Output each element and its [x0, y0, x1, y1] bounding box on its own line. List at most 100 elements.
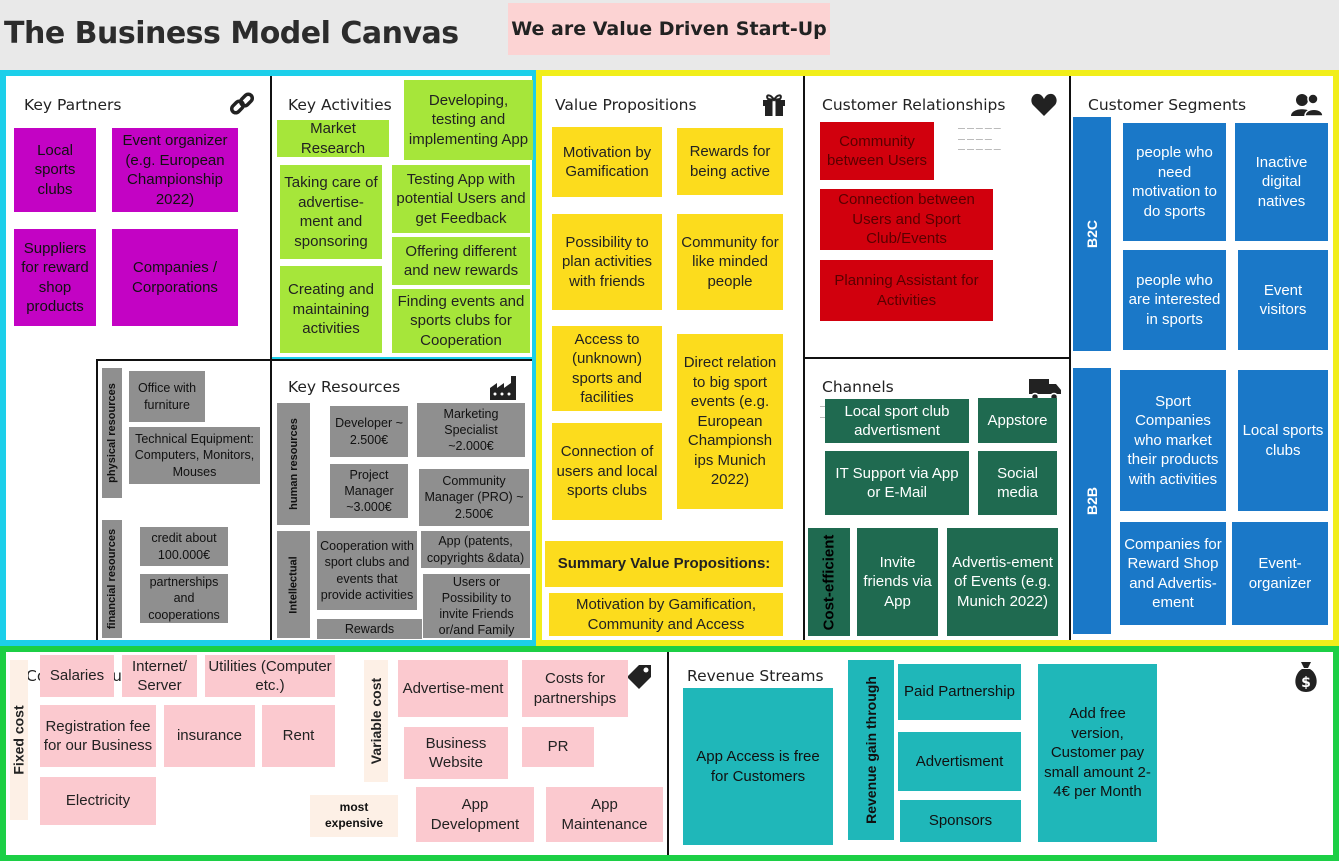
sticky-note-planning-assistant[interactable]: Planning Assistant for Activities — [820, 260, 993, 321]
sticky-note-developer[interactable]: Developer ~ 2.500€ — [330, 406, 408, 457]
sticky-note-credit[interactable]: credit about 100.000€ — [140, 527, 228, 566]
sticky-note-sponsors[interactable]: Sponsors — [900, 800, 1021, 842]
heart-icon — [1031, 93, 1057, 116]
sticky-note-most-expensive[interactable]: most expensive — [310, 795, 398, 837]
page-subtitle-note[interactable]: We are Value Driven Start-Up — [508, 3, 830, 55]
sticky-note-community[interactable]: Community for like minded people — [677, 214, 783, 310]
sticky-note-event-organizer-segment[interactable]: Event-organizer — [1232, 522, 1328, 625]
sticky-note-community-manager[interactable]: Community Manager (PRO) ~ 2.500€ — [419, 469, 529, 526]
customer-segments-title: Customer Segments — [1088, 96, 1247, 114]
sticky-note-app-maintenance[interactable]: App Maintenance — [546, 787, 663, 842]
svg-text:$: $ — [1301, 675, 1311, 691]
sticky-note-add-free-version[interactable]: Add free version, Customer pay small amo… — [1038, 664, 1157, 842]
sticky-note-suppliers[interactable]: Suppliers for reward shop products — [14, 229, 96, 326]
value-propositions-title: Value Propositions — [555, 96, 697, 114]
sticky-note-community-users[interactable]: Community between Users — [820, 122, 934, 180]
sticky-note-creating-activities[interactable]: Creating and maintaining activities — [280, 266, 382, 353]
sticky-note-advertisment-revenue[interactable]: Advertisment — [898, 732, 1021, 791]
sticky-note-advertisement-events[interactable]: Advertis-ement of Events (e.g. Munich 20… — [947, 528, 1058, 636]
sticky-note-marketing-specialist[interactable]: Marketing Specialist ~2.000€ — [417, 403, 525, 457]
sticky-note-companies-reward[interactable]: Companies for Reward Shop and Advertis-e… — [1120, 522, 1226, 625]
sticky-note-local-sport-club-ad[interactable]: Local sport club advertisment — [825, 399, 969, 443]
gift-icon — [763, 94, 785, 116]
sticky-note-rewards-resource[interactable]: Rewards — [317, 619, 422, 639]
sticky-note-connection-users[interactable]: Connection of users and local sports clu… — [552, 423, 662, 520]
tag-icon — [627, 665, 651, 689]
factory-icon — [490, 376, 516, 400]
divider — [1069, 76, 1071, 640]
revenue-streams-title: Revenue Streams — [687, 667, 824, 685]
sticky-note-costs-partnerships[interactable]: Costs for partnerships — [522, 660, 628, 717]
divider — [805, 357, 1069, 359]
key-resources-title: Key Resources — [288, 378, 401, 396]
sticky-note-invite-friends[interactable]: Invite friends via App — [857, 528, 938, 636]
sticky-note-advertisement-cost[interactable]: Advertise-ment — [398, 660, 508, 717]
sticky-note-registration[interactable]: Registration fee for our Business — [40, 705, 156, 767]
sticky-note-summary-text[interactable]: Motivation by Gamification, Community an… — [549, 593, 783, 636]
label-variable-cost: Variable cost — [364, 660, 388, 782]
sticky-note-technical-equipment[interactable]: Technical Equipment: Computers, Monitors… — [129, 427, 260, 484]
label-cost-efficient: Cost-efficient — [808, 528, 850, 636]
sticky-note-connection-users-clubs[interactable]: Connection between Users and Sport Club/… — [820, 189, 993, 250]
sticky-note-motivation[interactable]: Motivation by Gamification — [552, 127, 662, 197]
sticky-note-testing-app[interactable]: Testing App with potential Users and get… — [392, 165, 530, 233]
sticky-note-insurance[interactable]: insurance — [164, 705, 255, 767]
divider — [270, 76, 272, 640]
label-fixed-cost: Fixed cost — [10, 660, 28, 820]
label-human-resources: human resources — [277, 403, 310, 525]
sticky-note-summary-title[interactable]: Summary Value Propositions: — [545, 541, 783, 587]
sticky-note-paid-partnership[interactable]: Paid Partnership — [898, 664, 1021, 720]
sticky-note-app-access-free[interactable]: App Access is free for Customers — [683, 688, 833, 845]
sticky-note-app-development[interactable]: App Development — [416, 787, 534, 842]
money-bag-icon: $ — [1295, 662, 1317, 692]
sticky-note-access-sports[interactable]: Access to (unknown) sports and facilitie… — [552, 326, 662, 411]
sticky-note-salaries[interactable]: Salaries — [40, 655, 114, 697]
label-physical-resources: physical resources — [102, 368, 122, 498]
sticky-note-event-visitors[interactable]: Event visitors — [1238, 250, 1328, 350]
sticky-note-companies[interactable]: Companies / Corporations — [112, 229, 238, 326]
sticky-note-sport-companies[interactable]: Sport Companies who market their product… — [1120, 370, 1226, 511]
sticky-note-partnerships[interactable]: partnerships and cooperations — [140, 574, 228, 623]
sticky-note-rewards[interactable]: Offering different and new rewards — [392, 237, 530, 285]
key-partners-title: Key Partners — [24, 96, 122, 114]
sticky-note-finding-events[interactable]: Finding events and sports clubs for Coop… — [392, 289, 530, 353]
sticky-note-social-media[interactable]: Social media — [978, 451, 1057, 515]
sticky-note-business-website[interactable]: Business Website — [404, 727, 508, 779]
sticky-note-local-sports-clubs[interactable]: Local sports clubs — [14, 128, 96, 212]
sticky-note-office[interactable]: Office with furniture — [129, 371, 205, 422]
sticky-note-utilities[interactable]: Utilities (Computer etc.) — [205, 655, 335, 697]
label-b2b: B2B — [1073, 368, 1111, 634]
sticky-note-event-organizer[interactable]: Event organizer (e.g. European Champions… — [112, 128, 238, 212]
sticky-note-need-motivation[interactable]: people who need motivation to do sports — [1123, 123, 1226, 241]
label-intellectual: Intellectual — [277, 531, 310, 638]
label-b2c: B2C — [1073, 117, 1111, 351]
key-activities-title: Key Activities — [288, 96, 392, 114]
label-financial-resources: financial resources — [102, 520, 122, 638]
sticky-note-interested-sports[interactable]: people who are interested in sports — [1123, 250, 1226, 350]
sticky-note-internet-server[interactable]: Internet/ Server — [122, 655, 197, 697]
customer-relationships-title: Customer Relationships — [822, 96, 1006, 114]
sticky-note-plan-activities[interactable]: Possibility to plan activities with frie… — [552, 214, 662, 310]
channels-title: Channels — [822, 378, 894, 396]
sticky-note-it-support[interactable]: IT Support via App or E-Mail — [825, 451, 969, 515]
sticky-note-project-manager[interactable]: Project Manager ~3.000€ — [330, 464, 408, 518]
sticky-note-rewards-active[interactable]: Rewards for being active — [677, 128, 783, 195]
sticky-note-electricity[interactable]: Electricity — [40, 777, 156, 825]
sticky-note-rent[interactable]: Rent — [262, 705, 335, 767]
sticky-note-market-research[interactable]: Market Research — [277, 120, 389, 157]
divider — [667, 652, 669, 855]
sticky-note-pr[interactable]: PR — [522, 727, 594, 767]
sticky-note-direct-relation[interactable]: Direct relation to big sport events (e.g… — [677, 334, 783, 509]
template-hint: — — — — —— — — —— — — — — — [958, 125, 1001, 153]
sticky-note-appstore[interactable]: Appstore — [978, 398, 1057, 443]
divider — [803, 76, 805, 640]
sticky-note-users-invite[interactable]: Users or Possibility to invite Friends o… — [423, 574, 530, 638]
sticky-note-developing-app[interactable]: Developing, testing and implementing App — [404, 80, 533, 160]
sticky-note-advertisement[interactable]: Taking care of advertise-ment and sponso… — [280, 165, 382, 259]
sticky-note-cooperation[interactable]: Cooperation with sport clubs and events … — [317, 531, 417, 610]
users-icon — [1291, 93, 1324, 117]
sticky-note-inactive-natives[interactable]: Inactive digital natives — [1235, 123, 1328, 241]
sticky-note-app-patents[interactable]: App (patents, copyrights &data) — [421, 531, 530, 568]
label-revenue-gain: Revenue gain through — [848, 660, 894, 840]
sticky-note-local-sports-clubs-segment[interactable]: Local sports clubs — [1238, 370, 1328, 511]
